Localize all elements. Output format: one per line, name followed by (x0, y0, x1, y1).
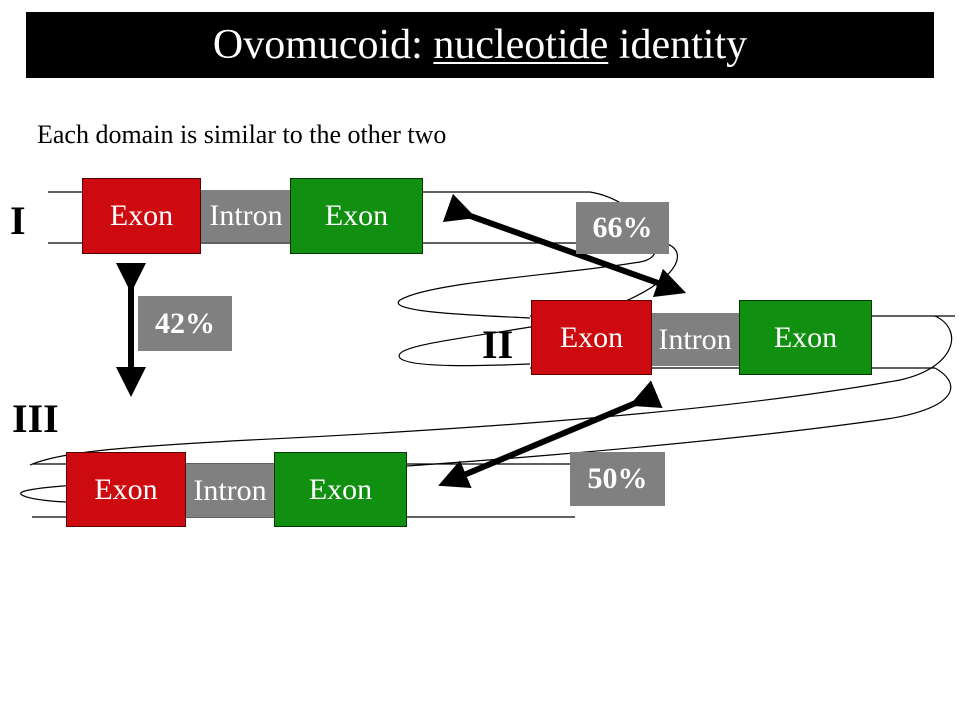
title-underlined-word: nucleotide (433, 22, 609, 68)
identity-i-iii-label: 42% (138, 296, 232, 351)
slide-title: Ovomucoid: nucleotide identity (26, 12, 934, 78)
identity-ii-iii-label: 50% (570, 452, 665, 506)
domain-iii-exon-left: Exon (66, 452, 186, 527)
arrow-i-ii (442, 193, 687, 298)
identity-i-ii-label: 66% (576, 202, 669, 254)
domain-i-exon-right: Exon (290, 178, 423, 254)
arrow-ii-iii (438, 380, 663, 489)
subtitle: Each domain is similar to the other two (37, 120, 447, 149)
domain-i-exon-left: Exon (82, 178, 201, 254)
title-prefix: Ovomucoid: (212, 22, 434, 68)
domain-iii-exon-right: Exon (274, 452, 407, 527)
domain-ii-label: II (482, 322, 514, 367)
domain-ii-intron: Intron (645, 313, 745, 366)
domain-i-intron: Intron (196, 190, 296, 242)
domain-iii-intron: Intron (180, 464, 280, 517)
domain-ii-exon-left: Exon (531, 300, 652, 375)
domain-ii-exon-right: Exon (739, 300, 872, 375)
title-suffix: identity (608, 22, 748, 68)
domain-i-label: I (10, 198, 26, 243)
domain-iii-label: III (12, 396, 59, 441)
